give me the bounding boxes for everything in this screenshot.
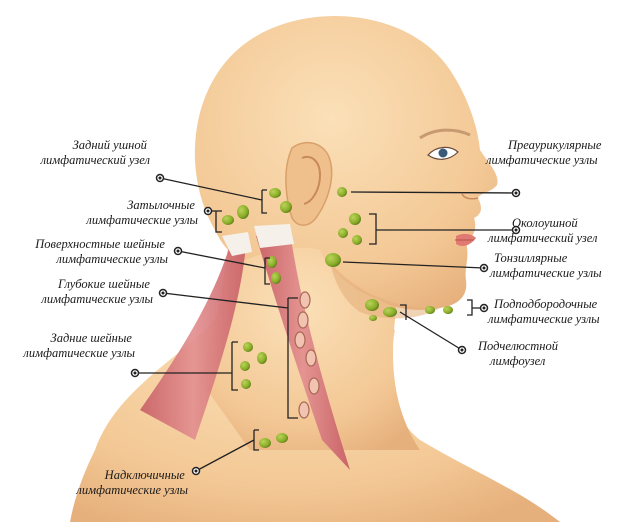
lymph-node (352, 235, 362, 245)
lymph-node (267, 256, 277, 268)
lymph-node (383, 307, 397, 317)
lymph-node (271, 272, 281, 284)
sternocleidomastoid-muscle (256, 232, 350, 470)
label-posterior-cervical: Задние шейные лимфатические узлы (22, 331, 135, 360)
lymph-node (240, 361, 250, 371)
lymph-node (337, 187, 347, 197)
lymph-node (222, 215, 234, 225)
label-parotid: Околоушной лимфатический узел (487, 216, 598, 245)
label-preauricular: Преаурикулярные лимфатические узлы (485, 138, 605, 167)
label-deep-cervical: Глубокие шейные лимфатические узлы (40, 277, 153, 306)
lymph-node (280, 201, 292, 213)
lymph-nodes (222, 187, 453, 448)
lymph-node (338, 228, 348, 238)
lymph-node (237, 205, 249, 219)
lymph-node (365, 299, 379, 311)
lymph-node (443, 306, 453, 314)
lymph-node (325, 253, 341, 267)
eyebrow (419, 128, 471, 140)
label-posterior-auricular: Задний ушной лимфатический узел (40, 138, 151, 167)
leader-lines (135, 177, 517, 472)
lymph-node (369, 315, 377, 321)
label-occipital: Затылочные лимфатические узлы (85, 198, 198, 227)
nostril (461, 193, 479, 200)
ear-inner (301, 156, 322, 205)
deep-cervical-chain (294, 291, 320, 419)
label-submandibular: Подчелюстной лимфоузел (477, 339, 561, 368)
label-markers (130, 173, 521, 476)
label-superficial-cervical: Поверхностные шейные лимфатические узлы (34, 237, 168, 266)
lymph-node (241, 379, 251, 389)
lymph-node (243, 342, 253, 352)
lymph-node (349, 213, 361, 225)
ear (285, 141, 333, 226)
lymph-node (425, 306, 435, 314)
label-tonsillar: Тонзиллярные лимфатические узлы (489, 251, 602, 280)
lymph-node (276, 433, 288, 443)
labels: Задний ушной лимфатический узел Затылочн… (22, 138, 605, 497)
lymph-node (269, 188, 281, 198)
trapezius-muscle (140, 238, 246, 440)
iris (438, 148, 448, 158)
lymph-node (257, 352, 267, 364)
jaw-shadow (330, 262, 440, 319)
lymph-node (259, 438, 271, 448)
label-submental: Подподбородочные лимфатические узлы (487, 297, 600, 326)
label-supraclavicular: Надключичные лимфатические узлы (75, 468, 188, 497)
